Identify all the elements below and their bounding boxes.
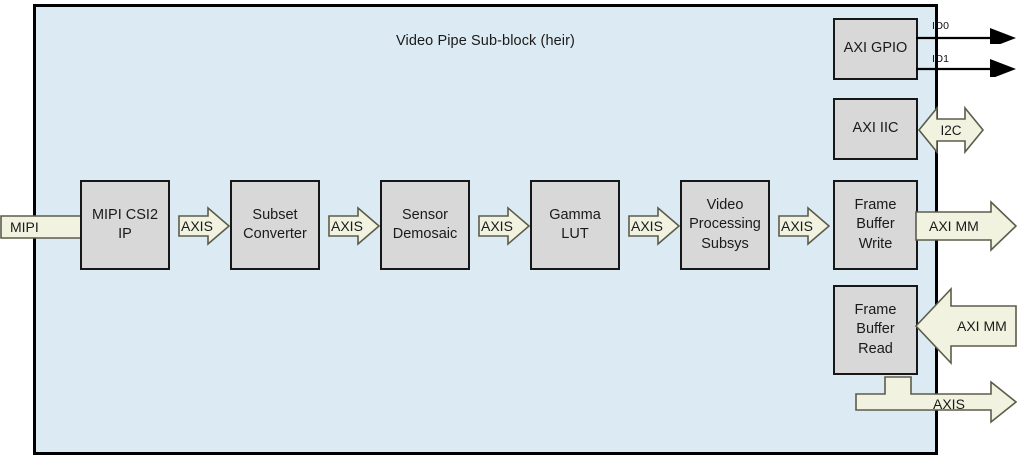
block-video-processing-subsys-line-2: Subsys	[701, 235, 749, 252]
block-frame-buffer-read-line-0: Frame	[854, 302, 897, 319]
signal-io0	[916, 22, 1017, 44]
block-sensor-demosaic-line-1: Demosaic	[392, 226, 458, 242]
block-mipi-csi2-ip-line-0: MIPI CSI2	[91, 206, 159, 223]
block-frame-buffer-write-line-0: Frame	[854, 197, 897, 214]
arrow-axis-2: AXIS	[328, 206, 381, 246]
block-video-processing-subsys-line-1: Processing	[689, 216, 761, 233]
arrow-axis-3: AXIS	[478, 206, 531, 246]
signal-io1-label: IO1	[932, 53, 949, 65]
block-mipi-csi2-ip[interactable]: MIPI CSI2 IP	[80, 180, 170, 270]
block-frame-buffer-read-line-2: Read	[858, 340, 893, 357]
arrow-axi-mm-read: AXI MM	[914, 286, 1017, 366]
block-axi-iic-line-0: AXI IIC	[852, 120, 899, 137]
block-video-processing-subsys[interactable]: Video Processing Subsys	[680, 180, 770, 270]
block-frame-buffer-write[interactable]: Frame Buffer Write	[833, 180, 918, 270]
signal-io0-label: IO0	[932, 20, 949, 32]
block-subset-converter[interactable]: Subset Converter	[230, 180, 320, 270]
block-axi-iic[interactable]: AXI IIC	[833, 98, 918, 160]
block-axi-gpio-line-0: AXI GPIO	[843, 40, 908, 57]
arrow-axis-out: AXIS	[855, 376, 1017, 428]
arrow-axi-mm-write: AXI MM	[915, 200, 1017, 252]
block-frame-buffer-write-line-2: Write	[858, 235, 893, 252]
page-title: Video Pipe Sub-block (heir)	[396, 33, 575, 49]
block-gamma-lut[interactable]: Gamma LUT	[530, 180, 620, 270]
block-gamma-lut-line-0: Gamma	[549, 206, 601, 223]
block-sensor-demosaic-line-0: Sensor	[402, 206, 448, 223]
arrow-axis-5: AXIS	[778, 206, 831, 246]
block-video-processing-subsys-line-0: Video	[706, 197, 744, 214]
block-subset-converter-line-1: Converter	[243, 226, 307, 242]
block-frame-buffer-read[interactable]: Frame Buffer Read	[833, 285, 918, 375]
block-subset-converter-line-0: Subset	[252, 206, 298, 223]
block-axi-gpio[interactable]: AXI GPIO	[833, 18, 918, 80]
block-frame-buffer-write-line-1: Buffer	[856, 216, 895, 233]
arrow-i2c: I2C	[917, 104, 985, 156]
arrow-axis-1: AXIS	[178, 206, 231, 246]
block-frame-buffer-read-line-1: Buffer	[856, 321, 895, 338]
arrow-axis-4: AXIS	[628, 206, 681, 246]
block-mipi-csi2-ip-line-1: IP	[118, 226, 132, 242]
signal-io1	[916, 55, 1017, 77]
block-sensor-demosaic[interactable]: Sensor Demosaic	[380, 180, 470, 270]
block-gamma-lut-line-1: LUT	[561, 226, 589, 242]
